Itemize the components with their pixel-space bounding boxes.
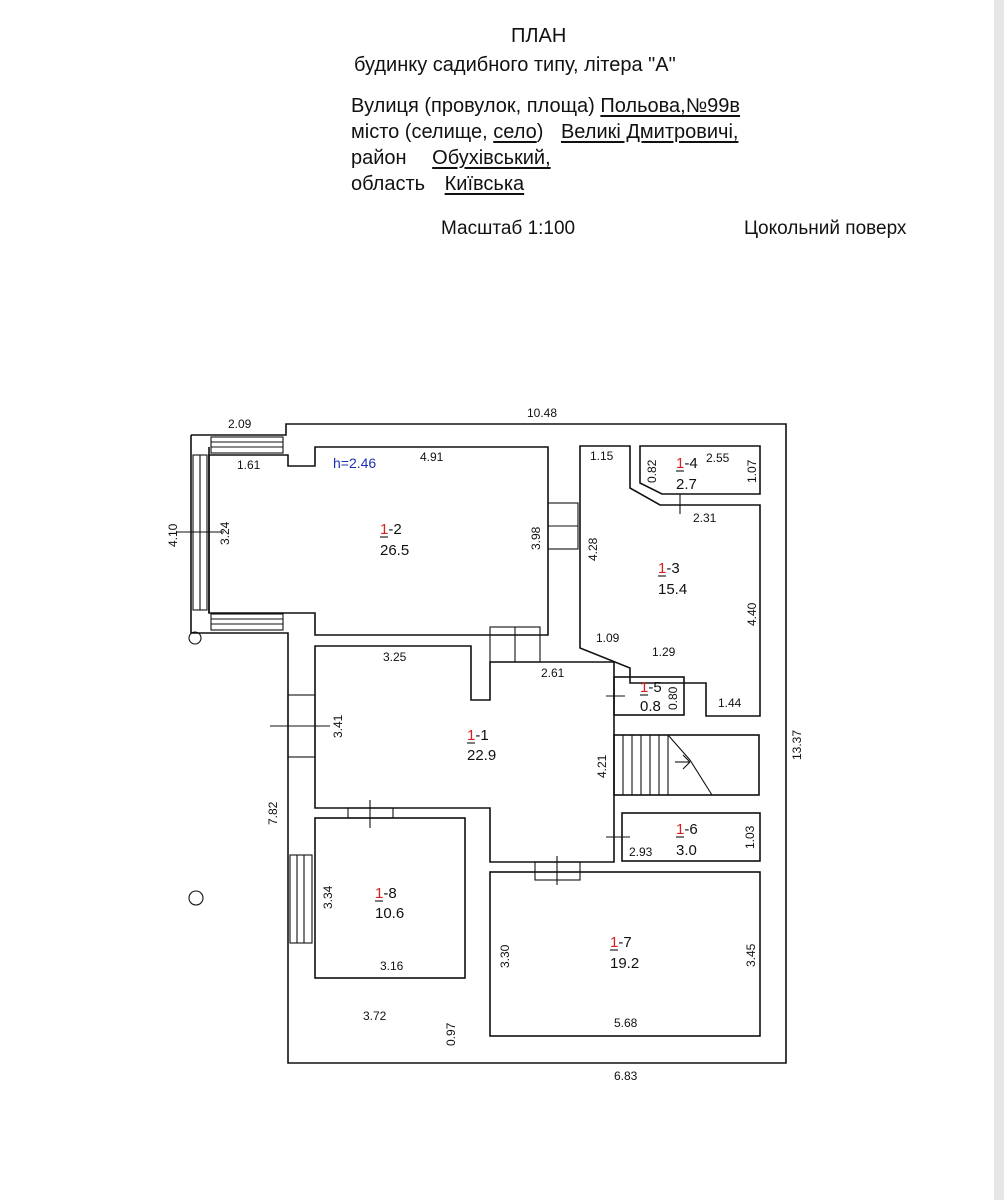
dimension-label: 1.29 (652, 645, 676, 659)
dimension-label: 0.80 (666, 686, 680, 710)
region-label: область (351, 173, 426, 195)
stairs (613, 734, 760, 796)
scale-label: Масштаб 1:100 (441, 218, 576, 239)
room-1-3-outline (579, 445, 761, 717)
room-floor: 1 (610, 934, 618, 951)
dimension-label: 2.31 (693, 511, 717, 525)
height-note: h=2.46 (333, 455, 376, 471)
dimension-label: 3.24 (218, 521, 232, 545)
floor-label: Цокольний поверх (744, 218, 907, 239)
room-floor: 1 (375, 885, 383, 902)
district-label: район (351, 147, 407, 169)
room-area: 3.0 (676, 842, 697, 859)
room-label: 1-8 10.6 (375, 885, 404, 922)
dimension-label: 3.16 (380, 959, 404, 973)
dimension-label: 1.03 (743, 825, 757, 849)
svg-text:1-6: 1-6 (676, 821, 698, 838)
dimension-label: 3.45 (744, 943, 758, 967)
room-label: 1-3 15.4 (658, 560, 687, 598)
room-label: 1-7 19.2 (610, 934, 639, 972)
svg-text:1-3: 1-3 (658, 560, 680, 577)
dimension-label: 2.55 (706, 451, 730, 465)
room-floor: 1 (640, 679, 648, 696)
svg-text:1-4: 1-4 (676, 455, 698, 472)
room-floor: 1 (676, 821, 684, 838)
dimension-label: 1.07 (745, 459, 759, 483)
room-1-1-outline (314, 645, 615, 863)
room-label: 1-6 3.0 (676, 821, 698, 859)
room-1-4-outline (639, 445, 761, 495)
marker-circle (188, 631, 202, 645)
room-label: 1-5 0.8 (640, 679, 662, 715)
dimension-label: 0.82 (645, 459, 659, 483)
dimension-label: 10.48 (527, 406, 557, 420)
plan-title: ПЛАН (511, 25, 567, 47)
dimension-label: 3.30 (498, 944, 512, 968)
dimension-label: 1.61 (237, 458, 261, 472)
district-value: Обухівський, (432, 147, 551, 169)
dimension-label: 1.09 (596, 631, 620, 645)
room-area: 0.8 (640, 698, 661, 715)
dimension-label: 4.10 (166, 523, 180, 547)
marker-circle (188, 890, 204, 906)
room-floor: 1 (658, 560, 666, 577)
windows (176, 436, 700, 944)
dimension-label: 0.97 (444, 1022, 458, 1046)
dimension-label: 6.83 (614, 1069, 638, 1083)
region-value: Київська (444, 173, 525, 195)
plan-subtitle: будинку садибного типу, літера "А" (354, 54, 676, 76)
dimension-label: 4.28 (586, 537, 600, 561)
room-area: 2.7 (676, 476, 697, 493)
city-label-village: село (493, 121, 537, 143)
dimension-label: 2.61 (541, 666, 565, 680)
city-value: Великі Дмитровичі, (560, 121, 739, 143)
city-line: місто (селище, село) Великі Дмитровичі, (351, 121, 738, 144)
dimension-label: 1.44 (718, 696, 742, 710)
dimension-label: 13.37 (790, 730, 804, 760)
dimension-label: 4.21 (595, 754, 609, 778)
room-label: 1-1 22.9 (467, 727, 496, 764)
svg-text:1-2: 1-2 (380, 521, 402, 538)
street-value: Польова,№99в (600, 95, 741, 117)
room-label: 1-2 26.5 (380, 521, 409, 559)
dimension-label: 3.41 (331, 714, 345, 738)
city-label: місто (селище, село) (351, 121, 544, 143)
dimension-label: 2.09 (228, 417, 252, 431)
district-line: район Обухівський, (351, 147, 551, 170)
room-floor: 1 (676, 455, 684, 472)
room-1-2-outline (208, 446, 549, 636)
room-floor: 1 (467, 727, 475, 744)
room-area: 19.2 (610, 955, 639, 972)
street-label: Вулиця (провулок, площа) (351, 95, 595, 117)
dimension-label: 1.15 (590, 449, 614, 463)
room-area: 22.9 (467, 747, 496, 764)
svg-text:1-8: 1-8 (375, 885, 397, 902)
room-label: 1-4 2.7 (676, 455, 698, 493)
dimension-label: 4.40 (745, 602, 759, 626)
room-1-7-outline (489, 871, 761, 1037)
room-area: 26.5 (380, 542, 409, 559)
dimension-label: 4.91 (420, 450, 444, 464)
street-line: Вулиця (провулок, площа) Польова,№99в (351, 95, 740, 118)
svg-text:1-1: 1-1 (467, 727, 489, 744)
region-line: область Київська (351, 173, 524, 196)
room-area: 10.6 (375, 905, 404, 922)
dimension-label: 5.68 (614, 1016, 638, 1030)
dimension-label: 3.34 (321, 885, 335, 909)
svg-text:1-5: 1-5 (640, 679, 662, 696)
page-edge (994, 0, 1004, 1200)
dimension-label: 3.25 (383, 650, 407, 664)
dimension-label: 7.82 (266, 801, 280, 825)
dimension-label: 3.98 (529, 526, 543, 550)
room-floor: 1 (380, 521, 388, 538)
dimension-label: 2.93 (629, 845, 653, 859)
svg-text:1-7: 1-7 (610, 934, 632, 951)
dimension-label: 3.72 (363, 1009, 387, 1023)
room-area: 15.4 (658, 581, 687, 598)
